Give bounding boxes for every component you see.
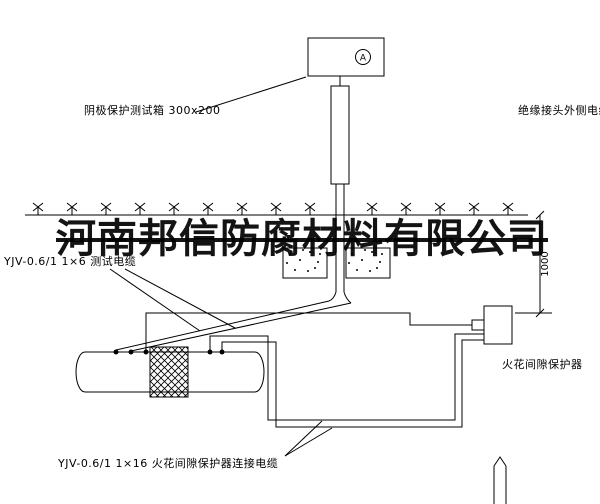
spark-gap-protector: [472, 306, 512, 344]
test-box-label: 阴极保护测试箱 300x200: [84, 104, 221, 117]
pipe-end-cap-left: [76, 352, 85, 392]
ammeter-icon: A: [356, 50, 371, 65]
concrete-block-left: [283, 248, 327, 278]
test-cable-label: YJV-0.6/1 1×6 测试电缆: [4, 255, 137, 268]
insulating-joint: [150, 347, 188, 397]
concrete-block-right: [346, 248, 390, 278]
depth-dimension: 1000: [515, 211, 552, 317]
ammeter-letter: A: [360, 54, 367, 64]
spark-gap-protector-label: 火花间隙保护器: [502, 358, 583, 371]
pipeline: [76, 347, 264, 397]
test-cable-leaders: [110, 269, 235, 331]
test-box: A: [308, 38, 384, 76]
ground-line: [25, 202, 528, 216]
pipe-riser-symbol: [494, 457, 506, 504]
watermark: 河南邦信防腐材料有限公司: [56, 216, 548, 261]
insulated-joint-cable-label: 绝缘接头外侧电缆: [518, 104, 600, 117]
test-box-leader: [196, 77, 306, 112]
connection-cable-label: YJV-0.6/1 1×16 火花间隙保护器连接电缆: [58, 457, 279, 470]
dimension-text: 1000: [540, 251, 551, 276]
pipe-end-cap-right: [255, 352, 264, 392]
ground-symbol: [32, 202, 44, 216]
connection-cable-leaders: [285, 421, 332, 456]
spark-gap-cables: [146, 313, 484, 427]
test-cables: [116, 301, 351, 351]
conduit-riser: [329, 76, 351, 303]
